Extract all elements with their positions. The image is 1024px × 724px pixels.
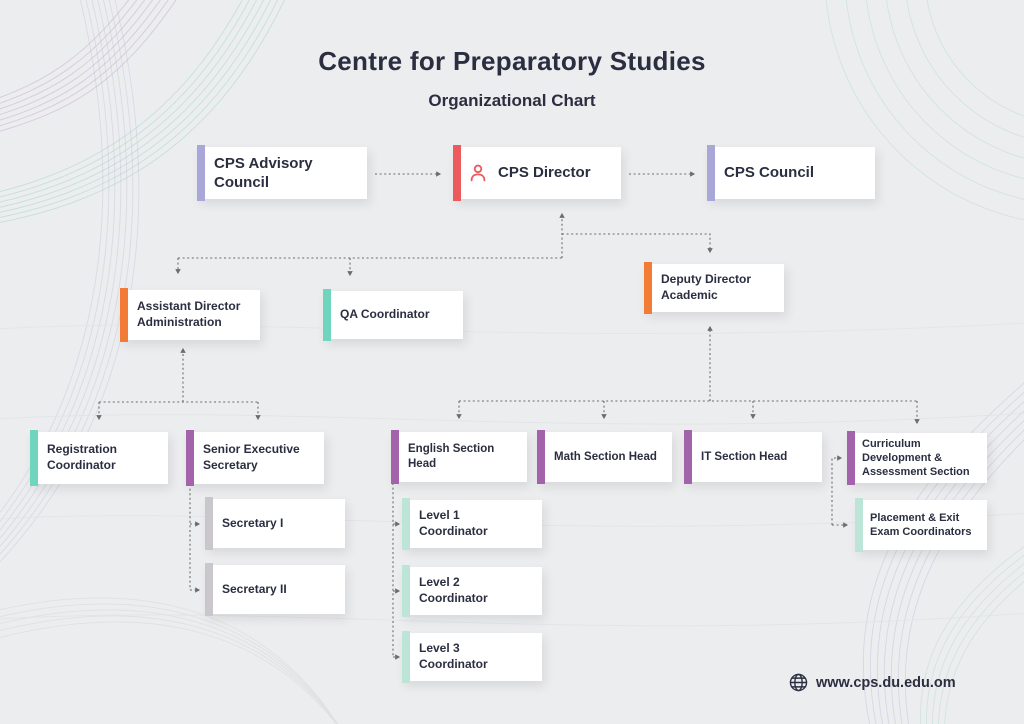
node-label: CPS Director bbox=[453, 160, 595, 186]
node-assistant-director-administration: Assistant Director Administration bbox=[120, 288, 260, 342]
accent-bar bbox=[847, 431, 855, 485]
accent-bar bbox=[537, 430, 545, 484]
node-level-1-coordinator: Level 1 Coordinator bbox=[402, 498, 542, 550]
node-label: IT Section Head bbox=[701, 450, 788, 463]
accent-bar bbox=[186, 430, 194, 486]
accent-bar bbox=[684, 430, 692, 484]
website-url: www.cps.du.edu.om bbox=[816, 674, 956, 691]
chart-subtitle: Organizational Chart bbox=[428, 91, 596, 110]
node-qa-coordinator: QA Coordinator bbox=[323, 289, 463, 341]
node-deputy-director-academic: Deputy Director Academic bbox=[644, 262, 784, 314]
node-level-3-coordinator: Level 3 Coordinator bbox=[402, 631, 542, 683]
node-level-2-coordinator: Level 2 Coordinator bbox=[402, 565, 542, 617]
accent-bar bbox=[402, 565, 410, 617]
accent-bar bbox=[855, 498, 863, 552]
node-label: Placement & Exit Exam Coordinators bbox=[870, 511, 972, 538]
node-label: Level 1 Coordinator bbox=[419, 508, 488, 538]
node-label: Math Section Head bbox=[554, 450, 657, 463]
node-label: English Section Head bbox=[408, 443, 495, 470]
accent-bar bbox=[644, 262, 652, 314]
node-cps-council: CPS Council bbox=[707, 145, 875, 201]
node-it-section-head: IT Section Head bbox=[684, 430, 822, 484]
node-secretary-2: Secretary II bbox=[205, 563, 345, 616]
node-label: Senior Executive Secretary bbox=[203, 442, 300, 472]
node-label: Level 2 Coordinator bbox=[419, 575, 488, 605]
page-title: Centre for Preparatory Studies bbox=[318, 46, 706, 76]
accent-bar bbox=[391, 430, 399, 484]
node-label: CPS Advisory Council bbox=[214, 154, 313, 192]
node-label: Curriculum Development & Assessment Sect… bbox=[862, 437, 970, 479]
node-senior-executive-secretary: Senior Executive Secretary bbox=[186, 430, 324, 486]
node-curriculum-development-assessment-section: Curriculum Development & Assessment Sect… bbox=[847, 431, 987, 485]
globe-icon bbox=[788, 672, 809, 693]
node-math-section-head: Math Section Head bbox=[537, 430, 672, 484]
node-label: Registration Coordinator bbox=[47, 442, 118, 472]
node-placement-exit-exam-coordinators: Placement & Exit Exam Coordinators bbox=[855, 498, 987, 552]
node-label: Deputy Director Academic bbox=[661, 272, 752, 302]
node-english-section-head: English Section Head bbox=[391, 430, 527, 484]
accent-bar bbox=[30, 430, 38, 486]
accent-bar bbox=[205, 563, 213, 616]
node-label: Assistant Director Administration bbox=[137, 299, 241, 329]
node-cps-advisory-council: CPS Advisory Council bbox=[197, 145, 367, 201]
accent-bar bbox=[402, 498, 410, 550]
node-label: Secretary I bbox=[222, 515, 284, 530]
node-label: Secretary II bbox=[222, 581, 287, 596]
accent-bar bbox=[205, 497, 213, 550]
node-registration-coordinator: Registration Coordinator bbox=[30, 430, 168, 486]
node-label: CPS Council bbox=[724, 164, 815, 182]
footer: www.cps.du.edu.om bbox=[788, 672, 956, 693]
node-label: QA Coordinator bbox=[340, 307, 430, 322]
node-secretary-1: Secretary I bbox=[205, 497, 345, 550]
node-label: Level 3 Coordinator bbox=[419, 641, 488, 671]
accent-bar bbox=[323, 289, 331, 341]
node-label-text: CPS Director bbox=[498, 164, 591, 182]
person-icon bbox=[467, 162, 489, 184]
accent-bar bbox=[197, 145, 205, 201]
accent-bar bbox=[453, 145, 461, 201]
accent-bar bbox=[707, 145, 715, 201]
node-cps-director: CPS Director bbox=[453, 145, 621, 201]
accent-bar bbox=[402, 631, 410, 683]
accent-bar bbox=[120, 288, 128, 342]
